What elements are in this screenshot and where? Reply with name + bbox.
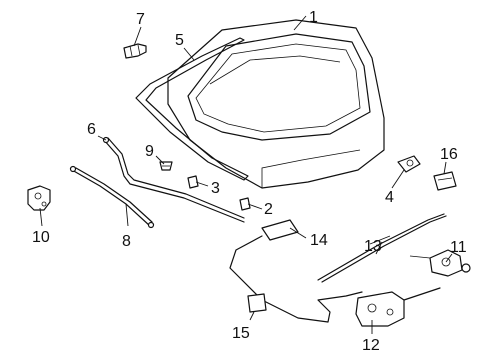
lift-strut-lower (69, 165, 155, 229)
callout-12: 12 (362, 337, 380, 354)
handle-part (397, 155, 421, 173)
callout-13: 13 (364, 238, 382, 255)
bumper-stop (159, 161, 173, 171)
leader-line-5 (183, 47, 195, 61)
leader-line-11 (445, 253, 453, 263)
callout-10: 10 (32, 229, 50, 246)
callout-2: 2 (264, 201, 273, 218)
release-cable (317, 213, 447, 283)
liftgate-panel (167, 19, 385, 189)
switch-part (433, 171, 457, 191)
callout-8: 8 (122, 233, 131, 250)
leader-line-15 (249, 311, 255, 321)
leader-line-8 (125, 203, 129, 227)
cable-bracket (229, 219, 363, 323)
leader-line-9 (155, 155, 165, 165)
clip-part-3 (187, 175, 199, 189)
latch-assembly (355, 287, 441, 327)
leader-line-1 (293, 15, 307, 31)
leader-line-7 (133, 26, 142, 47)
callout-5: 5 (175, 32, 184, 49)
hinge-part (27, 185, 51, 211)
leader-line-10 (39, 207, 43, 227)
leader-line-6 (97, 135, 107, 141)
callout-16: 16 (440, 146, 458, 163)
leader-line-2 (247, 203, 263, 210)
callout-9: 9 (145, 143, 154, 160)
latch-actuator (409, 249, 471, 277)
callout-7: 7 (136, 11, 145, 28)
leader-line-14 (289, 227, 307, 239)
callout-11: 11 (450, 239, 467, 256)
pad-part (247, 293, 267, 313)
weatherstrip-seal (135, 37, 249, 181)
bracket-part (123, 43, 147, 59)
leader-line-4 (391, 169, 405, 189)
clip-part-2 (239, 197, 251, 211)
callout-4: 4 (385, 189, 394, 206)
callout-6: 6 (87, 121, 96, 138)
leader-line-16 (443, 161, 447, 175)
callout-14: 14 (310, 232, 328, 249)
leader-line-3 (195, 181, 209, 187)
leader-line-13 (375, 241, 383, 255)
callout-15: 15 (232, 325, 250, 342)
callout-1: 1 (309, 9, 318, 26)
callout-3: 3 (211, 180, 220, 197)
